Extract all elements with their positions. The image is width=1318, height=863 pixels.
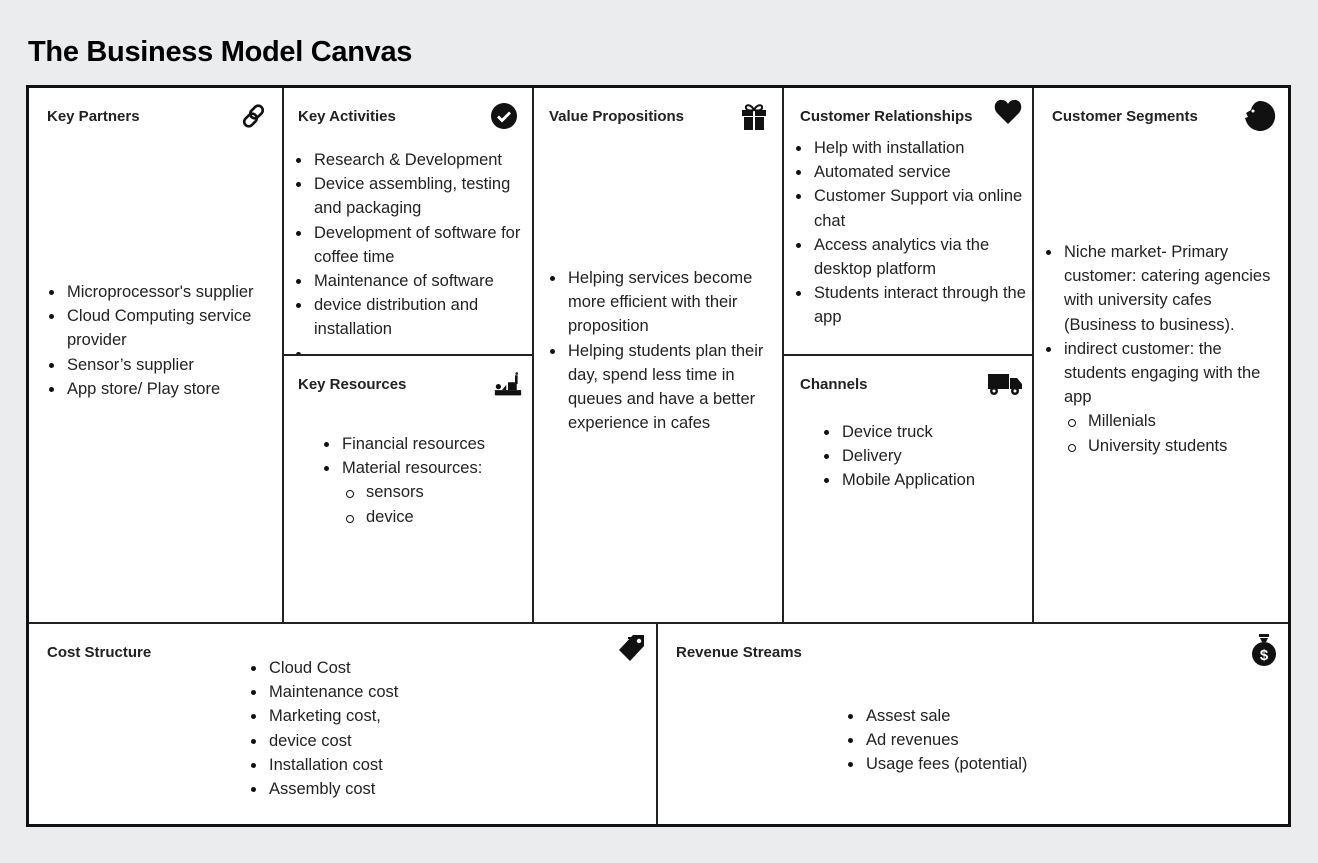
- sub-list-item: Millenials: [1044, 409, 1286, 433]
- key-partners-list: Microprocessor's supplier Cloud Computin…: [47, 280, 282, 401]
- value-propositions-list: Helping services become more efficient w…: [548, 266, 780, 435]
- channels-list: Device truck Delivery Mobile Application: [822, 420, 1027, 493]
- truck-icon: [988, 370, 1022, 398]
- list-item: Assembly cost: [249, 777, 499, 801]
- list-item: Assest sale: [846, 704, 1096, 728]
- customer-segments-block: Customer Segments Niche market- Primary …: [1034, 88, 1288, 624]
- list-item: Help with installation: [794, 136, 1032, 160]
- key-activities-list: Research & Development Device assembling…: [294, 148, 529, 354]
- customer-relationships-list: Help with installation Automated service…: [794, 136, 1032, 330]
- factory-worker-icon: [494, 370, 522, 398]
- list-item: Cloud Cost: [249, 656, 499, 680]
- customer-relationships-block: Customer Relationships Help with install…: [784, 88, 1034, 356]
- list-item: Financial resources: [322, 432, 527, 456]
- block-title: Customer Segments: [1052, 108, 1198, 125]
- cost-structure-list: Cloud Cost Maintenance cost Marketing co…: [249, 656, 499, 801]
- block-title: Key Activities: [298, 108, 396, 125]
- link-icon: [240, 102, 268, 130]
- sub-list-item: device: [322, 505, 527, 529]
- revenue-streams-block: Revenue Streams $ Assest sale Ad revenue…: [658, 624, 1288, 824]
- list-item: Usage fees (potential): [846, 752, 1096, 776]
- business-model-canvas: Key Partners Microprocessor's supplier C…: [26, 85, 1291, 827]
- list-item: Customer Support via online chat: [794, 184, 1032, 232]
- list-item: App store/ Play store: [47, 377, 282, 401]
- list-item: Mobile Application: [822, 468, 1027, 492]
- gift-icon: [740, 102, 768, 130]
- list-item: Device assembling, testing and packaging: [294, 172, 529, 220]
- list-item: Cloud Computing service provider: [47, 304, 282, 352]
- list-item: Helping services become more efficient w…: [548, 266, 780, 339]
- block-title: Revenue Streams: [676, 644, 802, 661]
- sub-list-item: sensors: [322, 480, 527, 504]
- face-icon: [1244, 100, 1276, 132]
- list-item: Ad revenues: [846, 728, 1096, 752]
- list-item: Helping students plan their day, spend l…: [548, 339, 780, 436]
- list-item: indirect customer: the students engaging…: [1044, 337, 1286, 410]
- key-resources-list: Financial resources Material resources: …: [322, 432, 527, 529]
- block-title: Channels: [800, 376, 868, 393]
- list-item: Sensor’s supplier: [47, 353, 282, 377]
- block-title: Key Resources: [298, 376, 407, 393]
- check-circle-icon: [490, 102, 518, 130]
- list-item: Microprocessor's supplier: [47, 280, 282, 304]
- cost-structure-block: Cost Structure Cloud Cost Maintenance co…: [29, 624, 658, 824]
- key-partners-block: Key Partners Microprocessor's supplier C…: [29, 88, 284, 624]
- page-title: The Business Model Canvas: [28, 36, 413, 68]
- list-item: Niche market- Primary customer: catering…: [1044, 240, 1286, 337]
- money-bag-icon: $: [1250, 634, 1278, 666]
- list-item: device cost: [249, 729, 499, 753]
- list-item: Automated service: [794, 160, 1032, 184]
- channels-block: Channels Device truck Delivery Mobile Ap…: [784, 356, 1034, 624]
- list-item: Device truck: [822, 420, 1027, 444]
- block-title: Key Partners: [47, 108, 140, 125]
- list-item: [294, 342, 529, 354]
- value-propositions-block: Value Propositions Helping services beco…: [534, 88, 784, 624]
- block-title: Customer Relationships: [800, 108, 973, 125]
- key-activities-block: Key Activities Research & Development De…: [284, 88, 534, 356]
- list-item: Maintenance of software: [294, 269, 529, 293]
- list-item: Development of software for coffee time: [294, 221, 529, 269]
- heart-icon: [994, 98, 1022, 126]
- revenue-streams-list: Assest sale Ad revenues Usage fees (pote…: [846, 704, 1096, 777]
- customer-segments-list: Niche market- Primary customer: catering…: [1044, 240, 1286, 458]
- sub-list-item: University students: [1044, 434, 1286, 458]
- price-tag-icon: [618, 634, 646, 662]
- list-item: Installation cost: [249, 753, 499, 777]
- list-item: Access analytics via the desktop platfor…: [794, 233, 1032, 281]
- list-item: Delivery: [822, 444, 1027, 468]
- key-resources-block: Key Resources Financial resources Materi…: [284, 356, 534, 624]
- block-title: Value Propositions: [549, 108, 685, 125]
- list-item: Marketing cost,: [249, 704, 499, 728]
- list-item: Research & Development: [294, 148, 529, 172]
- list-item: Material resources:: [322, 456, 527, 480]
- list-item: device distribution and installation: [294, 293, 529, 341]
- svg-text:$: $: [1260, 647, 1269, 664]
- block-title: Cost Structure: [47, 644, 152, 661]
- list-item: Maintenance cost: [249, 680, 499, 704]
- list-item: Students interact through the app: [794, 281, 1032, 329]
